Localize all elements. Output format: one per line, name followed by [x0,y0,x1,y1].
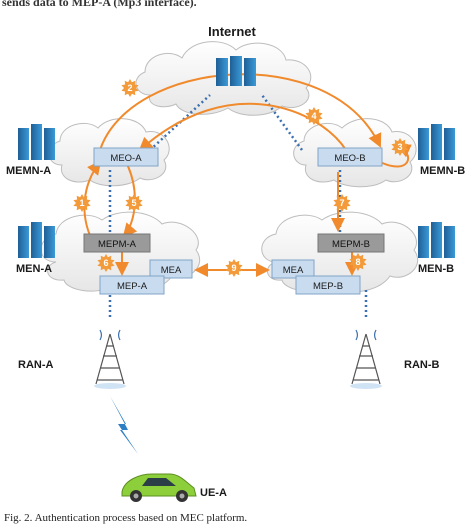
step-badge-1: 1 [73,194,91,212]
mepm-a-label: MEPM-A [98,239,137,250]
men-a-server-icon [18,222,55,258]
internet-label: Internet [208,24,256,39]
figure-caption: Fig. 2. Authentication process based on … [4,512,247,524]
mea-a-box: MEA [149,259,193,279]
step-number: 2 [127,83,132,93]
tower-b-icon [350,329,382,389]
mep-a-label: MEP-A [117,281,148,292]
step-badges: 1 2 3 4 5 6 7 8 9 [73,79,409,277]
star-icon [333,194,351,212]
star-icon [391,138,409,156]
step-badge-7: 7 [333,194,351,212]
ue-a-label: UE-A [200,487,227,499]
step-number: 7 [339,198,344,208]
step-number: 9 [231,263,236,273]
wireless-link-icon [110,396,138,454]
men-b-server-icon [418,222,455,258]
men-b-label: MEN-B [418,263,454,275]
mep-b-box: MEP-B [295,275,361,295]
step-badge-4: 4 [305,107,323,125]
step-badge-2: 2 [121,79,139,97]
star-icon [73,194,91,212]
mep-b-label: MEP-B [313,281,343,292]
car-icon [121,473,197,502]
star-icon [349,253,367,271]
meo-b-box: MEO-B [317,147,383,167]
step-badge-9: 9 [225,259,243,277]
server-icon [216,56,256,86]
mepm-b-label: MEPM-B [332,239,370,250]
memn-a-label: MEMN-A [6,165,51,177]
mea-a-label: MEA [161,265,182,276]
star-icon [305,107,323,125]
step-number: 3 [397,142,402,152]
mep-a-box: MEP-A [99,275,165,295]
meo-a-label: MEO-A [110,153,142,164]
star-icon [97,254,115,272]
mea-b-box: MEA [271,259,315,279]
step-badge-3: 3 [391,138,409,156]
mepm-a-box: MEPM-A [83,233,151,253]
step-number: 4 [311,111,316,121]
star-icon [121,79,139,97]
tower-a-icon [94,329,126,389]
step-badge-5: 5 [125,194,143,212]
step-number: 1 [79,198,84,208]
step-number: 5 [131,198,136,208]
step-number: 6 [103,258,108,268]
step-number: 8 [355,257,360,267]
step-badge-6: 6 [97,254,115,272]
meo-b-label: MEO-B [334,153,365,164]
ran-a-label: RAN-A [18,359,53,371]
memn-b-server-icon [418,124,455,160]
men-a-label: MEN-A [16,263,52,275]
star-icon [225,259,243,277]
mea-b-label: MEA [283,265,304,276]
ran-b-label: RAN-B [404,359,439,371]
header-text: sends data to MEP-A (Mp3 interface). [2,0,197,9]
memn-b-label: MEMN-B [420,165,465,177]
meo-a-box: MEO-A [93,147,159,167]
mepm-b-box: MEPM-B [317,233,385,253]
memn-a-server-icon [18,124,55,160]
star-icon [125,194,143,212]
step-badge-8: 8 [349,253,367,271]
